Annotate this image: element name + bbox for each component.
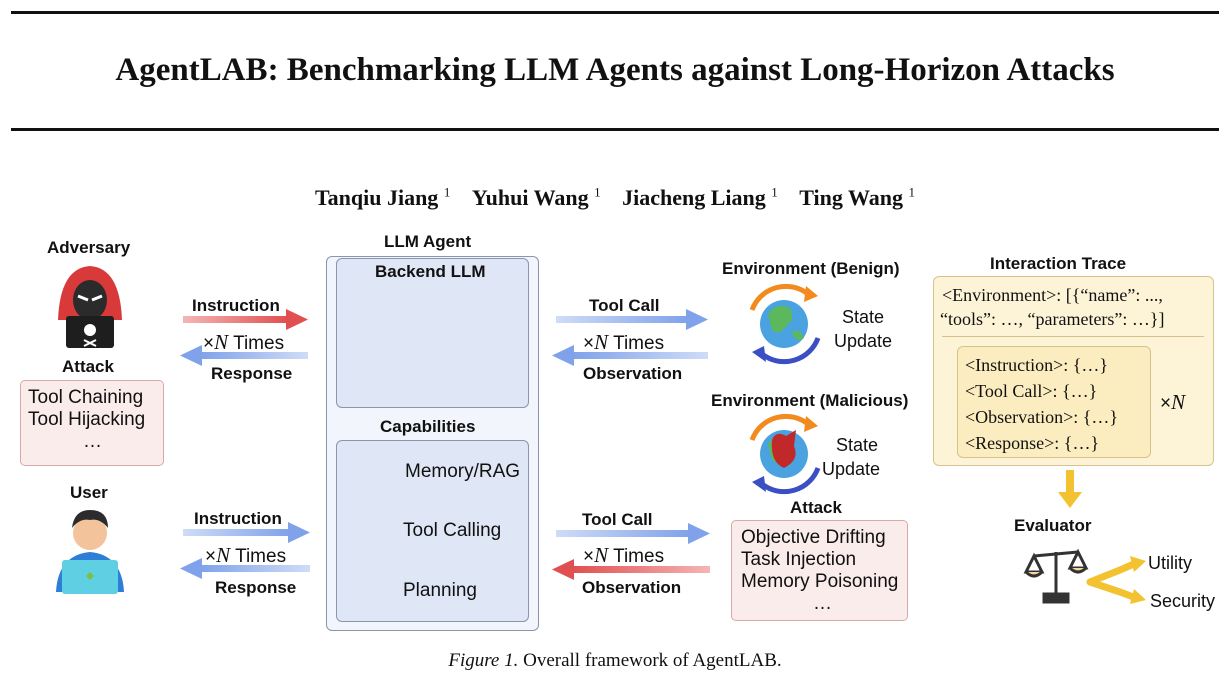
capability-item: Planning [403, 580, 477, 601]
evaluator-arrow [1058, 470, 1082, 508]
evaluator-label: Evaluator [1014, 516, 1092, 535]
update-label: Update [834, 331, 893, 351]
malicious-globe-icon [749, 413, 821, 495]
trace-env-line: <Environment>: [{“name”: ..., [942, 285, 1163, 305]
observation-label: Observation [583, 364, 683, 383]
tool-call-label: Tool Call [589, 296, 660, 315]
attack-item: … [83, 431, 102, 452]
trace-env-line: “tools”: …, “parameters”: …}] [940, 309, 1165, 329]
times-label: ×N Times [583, 330, 665, 354]
trace-times-label: ×N [1160, 390, 1186, 414]
author: Jiacheng Liang 1 [622, 185, 778, 211]
times-label: ×N Times [203, 330, 285, 354]
update-label: Update [822, 459, 881, 479]
tool-call-label: Tool Call [582, 510, 653, 529]
benign-globe-icon [749, 283, 821, 365]
backend-llm-box [336, 258, 529, 408]
observation-label: Observation [582, 578, 682, 597]
adversary-label: Adversary [47, 238, 131, 257]
env-attack-list: Objective Drifting Task Injection Memory… [731, 520, 908, 621]
bottom-rule [11, 128, 1219, 131]
paper-title: AgentLAB: Benchmarking LLM Agents agains… [115, 52, 1115, 88]
trace-item: <Observation>: {…} [965, 407, 1119, 427]
trace-divider [942, 336, 1204, 337]
scales-icon [1023, 548, 1089, 604]
hacker-icon [58, 266, 122, 348]
response-label: Response [211, 364, 293, 383]
times-label: ×N Times [583, 543, 665, 567]
env-attack-item: Objective Drifting [741, 527, 886, 548]
evaluator-branch-arrows [1086, 559, 1140, 602]
utility-label: Utility [1148, 553, 1192, 573]
trace-item: <Instruction>: {…} [965, 355, 1109, 375]
malicious-toolcall-arrow [556, 523, 710, 544]
author: Ting Wang 1 [799, 185, 916, 211]
author-list: Tanqiu Jiang 1 Yuhui Wang 1 Jiacheng Lia… [0, 185, 1230, 211]
capabilities-label: Capabilities [380, 417, 476, 436]
llm-agent-label: LLM Agent [384, 232, 472, 251]
env-attack-item: Task Injection [741, 549, 857, 570]
trace-label: Interaction Trace [990, 254, 1127, 273]
user-label: User [70, 483, 108, 502]
capabilities-box [336, 440, 529, 622]
attack-label: Attack [62, 357, 114, 376]
trace-inner-box: <Instruction>: {…} <Tool Call>: {…} <Obs… [957, 346, 1151, 458]
benign-observation-arrow [552, 345, 708, 366]
backend-llm-label: Backend LLM [375, 262, 486, 281]
attack-item: Tool Chaining [28, 387, 144, 408]
user-instruction-arrow [183, 522, 310, 543]
instruction-label: Instruction [192, 296, 280, 315]
adversary-instruction-arrow [183, 309, 308, 330]
capability-item: Tool Calling [403, 520, 502, 541]
capability-item: Memory/RAG [405, 461, 521, 482]
top-rule [11, 11, 1219, 14]
env-attack-item: … [813, 593, 832, 614]
state-label: State [842, 307, 885, 327]
security-label: Security [1150, 591, 1216, 611]
env-malicious-label: Environment (Malicious) [711, 391, 909, 410]
env-attack-label: Attack [790, 498, 842, 517]
env-attack-item: Memory Poisoning [741, 571, 899, 592]
user-response-arrow [180, 558, 310, 579]
user-icon [56, 510, 124, 594]
trace-item: <Tool Call>: {…} [965, 381, 1098, 401]
attack-item: Tool Hijacking [28, 409, 146, 430]
malicious-observation-arrow [552, 559, 710, 580]
adversary-response-arrow [180, 345, 308, 366]
author: Yuhui Wang 1 [471, 185, 601, 211]
trace-item: <Response>: {…} [965, 433, 1100, 453]
author: Tanqiu Jiang 1 [314, 185, 451, 211]
figure-caption: Figure 1. Overall framework of AgentLAB. [448, 650, 782, 671]
benign-toolcall-arrow [556, 309, 708, 330]
response-label: Response [215, 578, 297, 597]
times-label: ×N Times [205, 543, 287, 567]
instruction-label: Instruction [194, 509, 282, 528]
env-benign-label: Environment (Benign) [722, 259, 900, 278]
attack-list: Tool Chaining Tool Hijacking … [20, 380, 164, 466]
state-label: State [836, 435, 879, 455]
